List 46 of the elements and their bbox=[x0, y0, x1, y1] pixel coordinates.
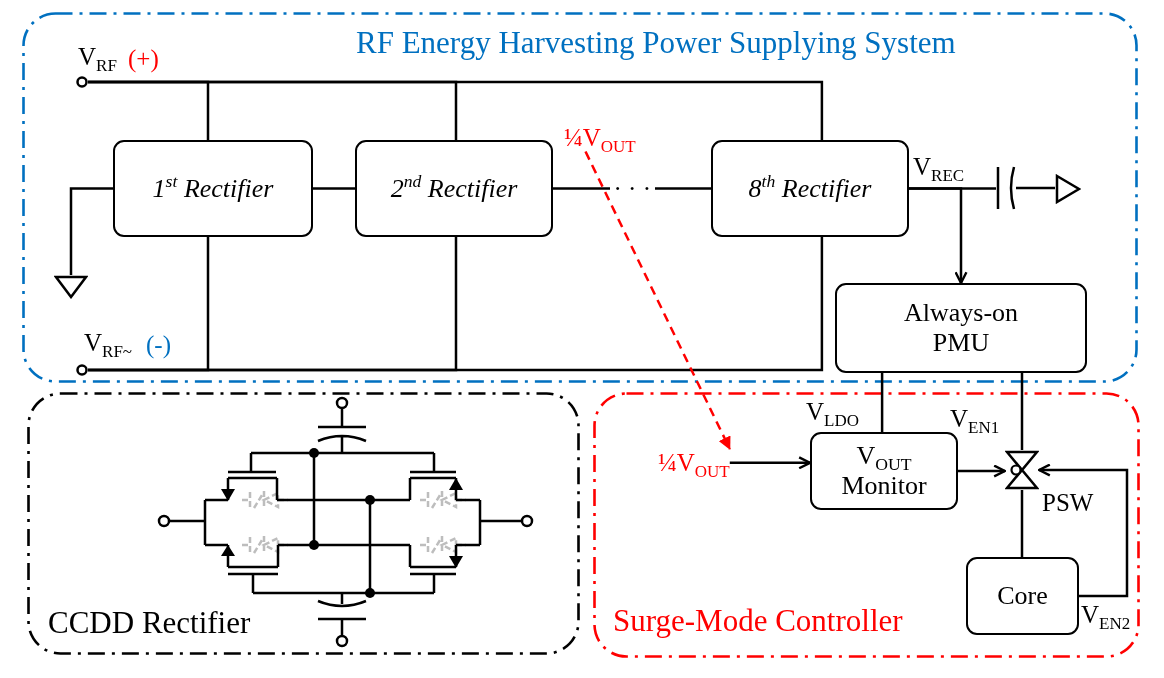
block-label: 1$^{st}$ Rectifier bbox=[152, 173, 274, 204]
polarity-label: (+) bbox=[128, 45, 159, 73]
transmission-gate-icon bbox=[1005, 450, 1039, 490]
switch-label: PSW bbox=[1042, 489, 1094, 517]
block-label: Core bbox=[997, 581, 1048, 611]
signal-label: ¼V$_{OUT}$ bbox=[658, 449, 730, 477]
arrow bbox=[1037, 463, 1129, 598]
polarity-label: (-) bbox=[146, 331, 171, 359]
terminal-label: V$_{RF~}$ bbox=[84, 329, 133, 357]
block-box bbox=[835, 283, 1087, 373]
signal-label: ¼V$_{OUT}$ bbox=[564, 124, 636, 152]
ground-icon bbox=[1055, 174, 1081, 204]
arrow bbox=[958, 464, 1007, 478]
wire bbox=[1020, 373, 1024, 450]
terminal-label: V$_{RF}$ bbox=[78, 43, 117, 71]
wire bbox=[69, 187, 113, 275]
block-label: 8$^{th}$ Rectifier bbox=[748, 173, 872, 204]
block-label: 2$^{nd}$ Rectifier bbox=[390, 173, 518, 204]
block-box bbox=[355, 140, 553, 237]
dash-dot-frame bbox=[593, 392, 1140, 658]
ground-icon bbox=[54, 275, 88, 299]
terminal-icon bbox=[76, 364, 88, 376]
wire bbox=[1020, 490, 1024, 557]
group-title: Surge-Mode Controller bbox=[613, 604, 903, 639]
block-box bbox=[966, 557, 1079, 635]
net-label: V$_{LDO}$ bbox=[806, 398, 859, 426]
wire bbox=[88, 80, 824, 140]
block-box bbox=[810, 432, 958, 510]
wire bbox=[313, 187, 355, 190]
capacitor-icon bbox=[996, 165, 1016, 211]
group-title: RF Energy Harvesting Power Supplying System bbox=[356, 26, 956, 61]
block-box bbox=[711, 140, 909, 237]
dash-dot-frame bbox=[22, 12, 1138, 383]
arrow bbox=[909, 187, 968, 285]
net-label: V$_{EN1}$ bbox=[950, 405, 1000, 433]
net-label: V$_{REC}$ bbox=[913, 153, 965, 181]
block-label: V$_{OUT}$ Monitor bbox=[840, 441, 928, 501]
terminal-icon bbox=[76, 76, 88, 88]
wire bbox=[1016, 186, 1055, 190]
block-label: Always-on PMU bbox=[902, 298, 1020, 358]
wire bbox=[88, 237, 824, 372]
arrow bbox=[584, 150, 731, 450]
arrow bbox=[729, 456, 812, 470]
block-box bbox=[113, 140, 313, 237]
wire bbox=[880, 373, 884, 432]
net-label: V$_{EN2}$ bbox=[1081, 601, 1131, 629]
